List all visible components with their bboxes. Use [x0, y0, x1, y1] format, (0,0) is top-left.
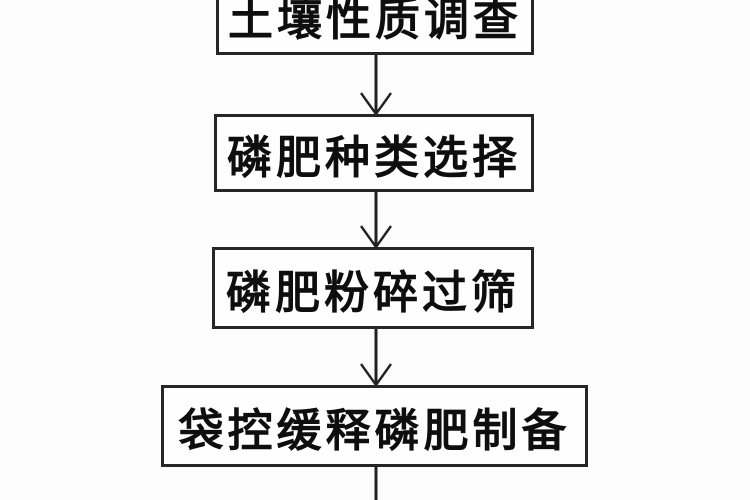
arrow-down-1: [360, 55, 392, 115]
flow-node-step-1-label: 土壤性质调查: [227, 0, 522, 46]
flow-node-step-1: 土壤性质调查: [216, 0, 534, 55]
connector-line-4-truncated: [374, 467, 378, 500]
flow-node-step-2-label: 磷肥种类选择: [226, 130, 521, 184]
flow-node-step-4-label: 袋控缓释磷肥制备: [178, 403, 571, 457]
flow-node-step-3-label: 磷肥粉碎过筛: [225, 265, 520, 319]
arrow-down-3: [360, 329, 392, 386]
flow-node-step-4: 袋控缓释磷肥制备: [161, 385, 588, 467]
flow-node-step-2: 磷肥种类选择: [214, 114, 534, 192]
flow-node-step-3: 磷肥粉碎过筛: [212, 247, 534, 329]
arrow-down-2: [360, 192, 392, 248]
